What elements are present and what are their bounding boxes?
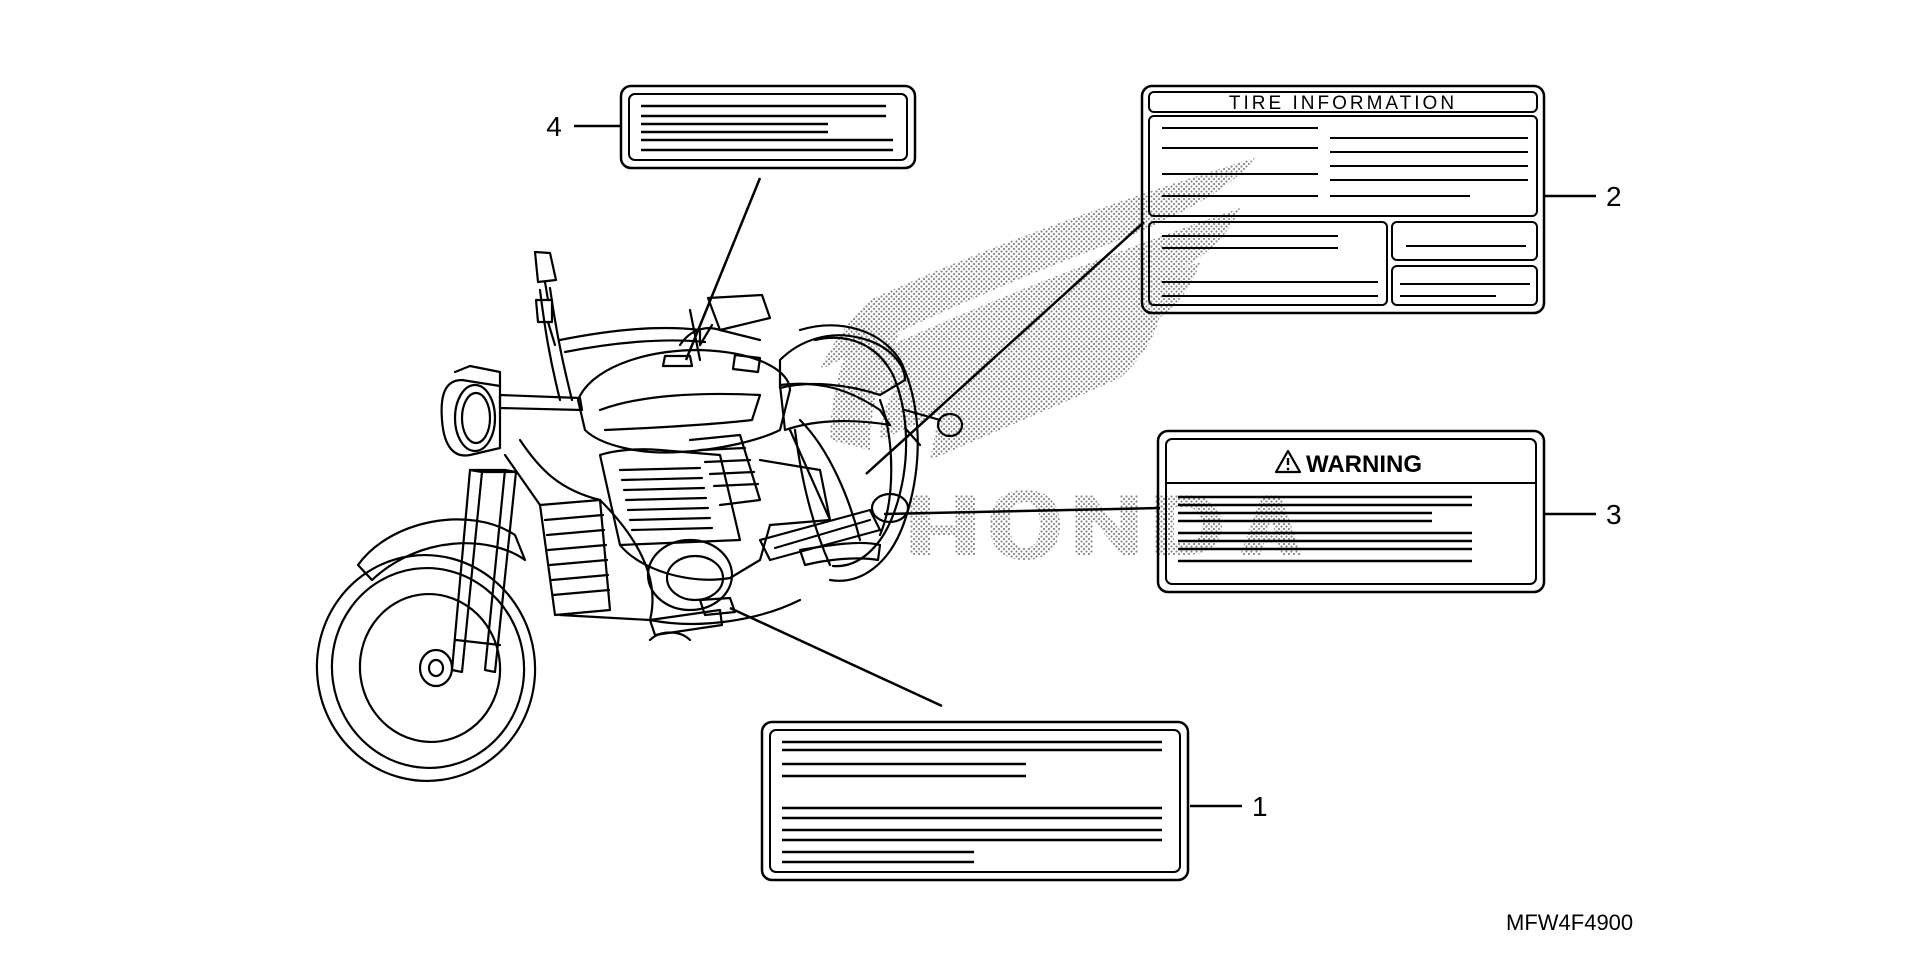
headlight [440, 364, 502, 457]
tire-info-text-lines [1162, 127, 1530, 297]
leader-line-2 [865, 221, 1145, 475]
warning-text-lines [1178, 495, 1472, 563]
honda-wing-logo-icon [820, 158, 1255, 460]
callout-number-3: 3 [1606, 499, 1622, 530]
label-3-warning: WARNING [1156, 429, 1546, 594]
front-left-footrest [648, 631, 692, 642]
label-1-text-lines [782, 740, 1162, 864]
motorcycle-drawing [315, 250, 964, 783]
warning-triangle-icon [1274, 449, 1302, 474]
callout-number-2: 2 [1606, 181, 1622, 212]
label-2-tire-information: TIRE INFORMATION [1140, 84, 1546, 315]
rear-seat [778, 334, 907, 397]
exhaust [648, 541, 882, 637]
warning-title: WARNING [1306, 451, 1422, 478]
leader-lines [574, 124, 1596, 808]
label-1-emission-label [760, 720, 1190, 882]
handlebar [498, 286, 762, 412]
fuel-tank [576, 348, 792, 454]
leader-line-4 [684, 177, 762, 361]
label-4-caution [619, 84, 917, 170]
callout-number-4: 4 [546, 111, 562, 142]
leader-line-3 [883, 506, 1161, 516]
front-wheel [315, 553, 537, 783]
diagram-reference-code: MFW4F4900 [1506, 910, 1633, 935]
tire-information-title: TIRE INFORMATION [1229, 93, 1457, 114]
engine [598, 433, 832, 581]
left-mirror [533, 250, 558, 347]
radiator [538, 498, 612, 617]
frame [503, 418, 862, 625]
callout-number-1: 1 [1252, 791, 1268, 822]
front-fender [356, 518, 527, 582]
taillight [903, 408, 964, 447]
fuel-cap [661, 354, 694, 368]
label-4-text-lines [641, 104, 893, 152]
crankcase [646, 492, 910, 612]
fuel-tank-stripe [598, 392, 762, 432]
right-mirror [698, 293, 772, 347]
front-fork [450, 468, 518, 674]
leader-line-1 [729, 606, 943, 708]
